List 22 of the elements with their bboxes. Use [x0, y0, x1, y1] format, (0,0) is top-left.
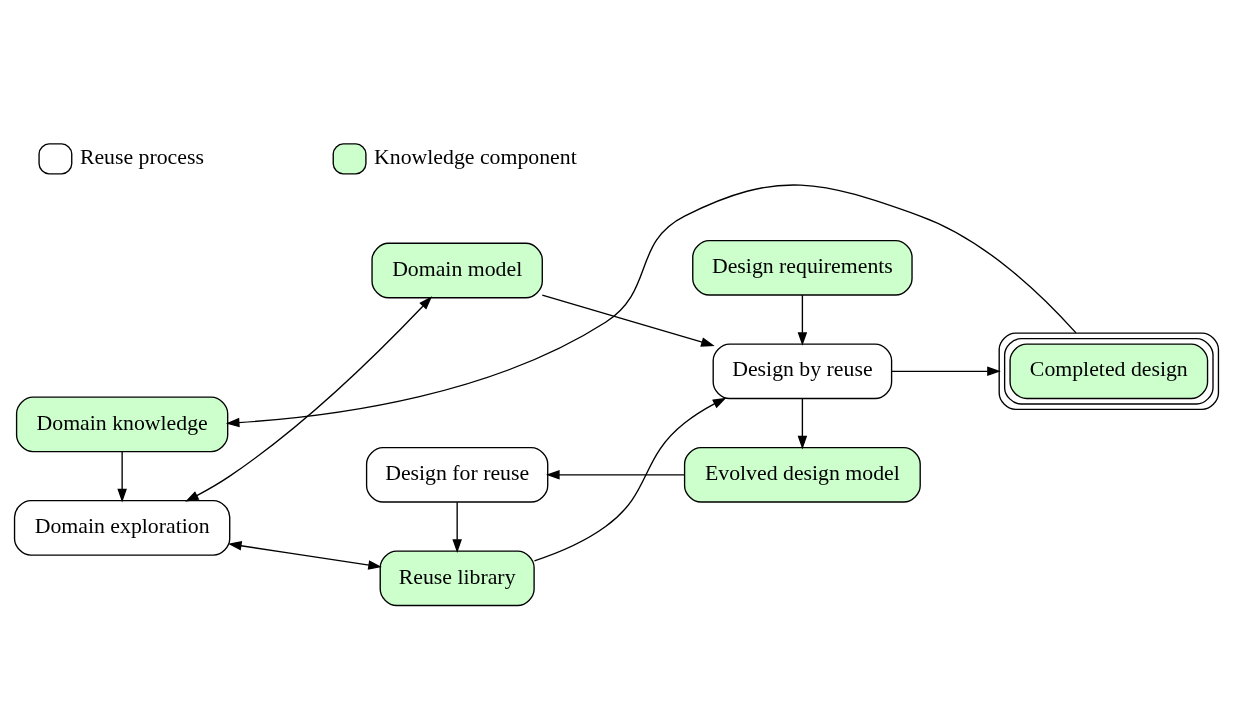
arrow [890, 366, 1001, 376]
arrow [227, 540, 382, 570]
arrow [541, 294, 715, 347]
arrow [533, 397, 727, 561]
node-box: Design for reuse [365, 446, 549, 503]
legend-label: Reuse process [79, 144, 204, 169]
arrow [452, 500, 462, 553]
node-box: Domain model [371, 242, 543, 298]
legend-label: Knowledge component [374, 144, 577, 169]
node-box: Completed design [998, 332, 1220, 410]
node-box: Design requirements [692, 239, 913, 296]
arrow [546, 469, 685, 480]
arrow [797, 397, 808, 449]
arrow [225, 183, 1077, 427]
arrow [797, 293, 808, 346]
node-box: Reuse library [379, 549, 535, 606]
node-box: Design by reuse [712, 342, 893, 399]
node-box: Domain exploration [13, 499, 231, 556]
arrow [185, 295, 433, 502]
node-box: Evolved design model [683, 446, 921, 503]
arrow [117, 450, 127, 502]
node-box: Domain knowledge [15, 396, 229, 452]
